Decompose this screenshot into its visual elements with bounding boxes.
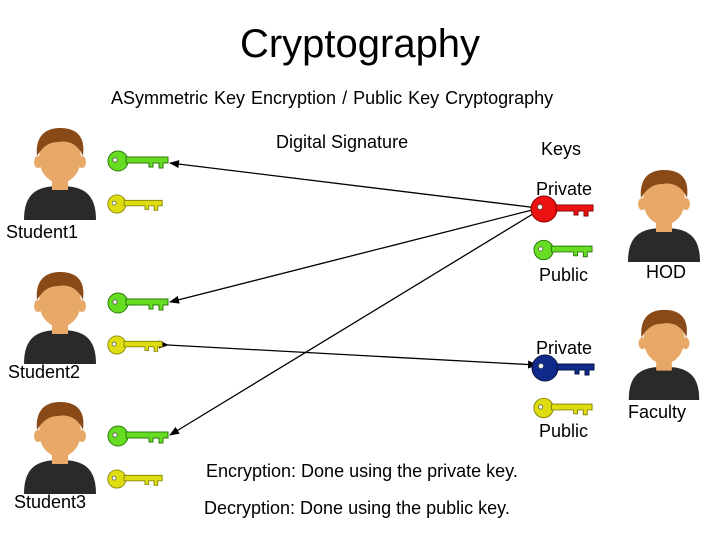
student2-private-key-icon — [107, 335, 163, 355]
page-title: Cryptography — [239, 22, 481, 66]
faculty-private-key-icon — [531, 354, 595, 382]
encryption-note: Encryption: Done using the private key. — [206, 461, 518, 481]
faculty-label: Faculty — [628, 402, 687, 422]
hod-private-key-icon — [530, 195, 594, 223]
student1-person-icon — [24, 128, 96, 220]
faculty-private-label: Private — [536, 338, 593, 358]
student1-private-key-icon — [107, 194, 163, 214]
student3-public-key-icon — [107, 425, 169, 447]
arrow-hod-private-to-student2 — [169, 201, 550, 304]
faculty-person-icon — [628, 309, 700, 400]
student3-private-key-icon — [107, 469, 163, 489]
student1-label: Student1 — [6, 222, 79, 242]
keys-label: Keys — [541, 139, 582, 159]
student2-public-key-icon — [107, 292, 169, 314]
hod-public-label: Public — [539, 265, 589, 285]
subtitle: ASymmetric Key Encryption / Public Key C… — [111, 88, 554, 108]
arrow-hod-private-to-student3 — [169, 200, 551, 436]
hod-person-icon — [628, 170, 700, 262]
student2-person-icon — [24, 272, 96, 364]
student3-label: Student3 — [14, 492, 87, 512]
student3-person-icon — [24, 402, 96, 494]
arrow-student2-to-faculty-private — [158, 340, 538, 369]
faculty-public-label: Public — [539, 421, 589, 441]
student2-label: Student2 — [8, 362, 81, 382]
hod-private-label: Private — [536, 179, 593, 199]
hod-public-key-icon — [533, 239, 593, 261]
hod-label: HOD — [646, 262, 686, 282]
arrow-hod-private-to-student1 — [169, 160, 548, 214]
faculty-public-key-icon — [533, 397, 593, 419]
decryption-note: Decryption: Done using the public key. — [204, 498, 510, 518]
student1-public-key-icon — [107, 150, 169, 172]
digital-signature-label: Digital Signature — [276, 132, 409, 152]
